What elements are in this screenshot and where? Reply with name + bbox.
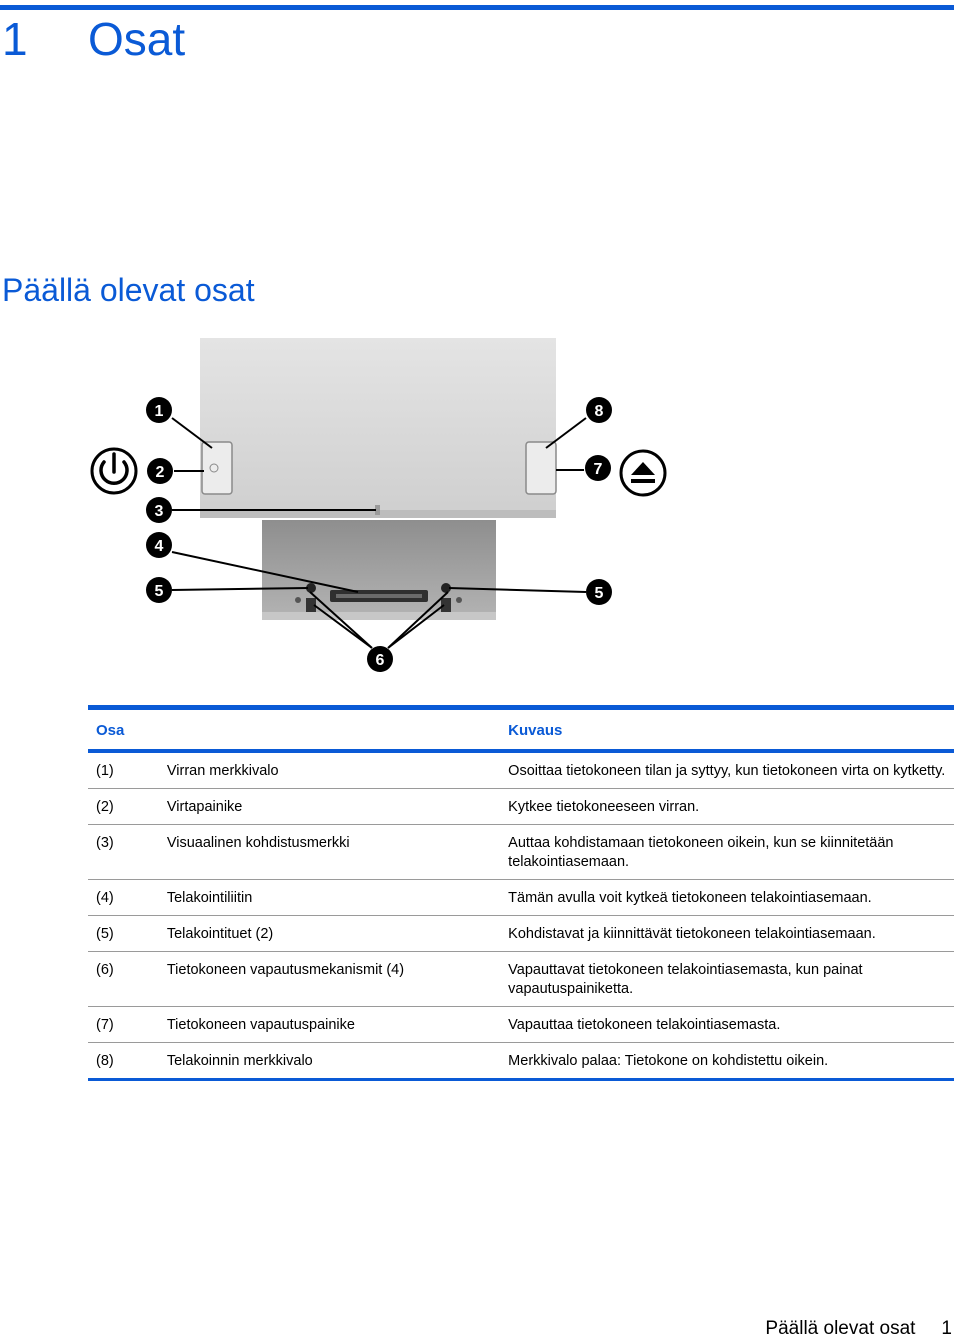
callout-6: 6	[367, 646, 393, 672]
screw-right	[456, 597, 462, 603]
svg-text:1: 1	[155, 403, 164, 420]
top-rule	[0, 5, 954, 10]
release-latch-left	[306, 598, 316, 612]
chapter-title: Osat	[88, 13, 186, 65]
row-part: Telakointiliitin	[160, 879, 501, 916]
chapter-number: 1	[2, 13, 28, 65]
row-part: Tietokoneen vapautuspainike	[160, 1006, 501, 1043]
row-number: (4)	[88, 879, 161, 916]
row-number: (7)	[88, 1006, 161, 1043]
table-row: (3) Visuaalinen kohdistusmerkki Auttaa k…	[88, 824, 954, 880]
svg-text:7: 7	[594, 461, 603, 478]
alignment-mark	[375, 505, 380, 515]
power-button-symbol	[209, 463, 219, 473]
row-description: Tämän avulla voit kytkeä tietokoneen tel…	[500, 879, 954, 916]
section-title: Päällä olevat osat	[2, 272, 255, 308]
docking-base	[262, 520, 496, 620]
row-number: (8)	[88, 1042, 161, 1081]
header-part: Osa	[88, 710, 501, 753]
row-description: Kytkee tietokoneeseen virran.	[500, 788, 954, 825]
row-number: (5)	[88, 915, 161, 952]
docking-station-figure: 1 2 3 4 5 5 6	[0, 330, 960, 690]
power-button-shape	[201, 441, 233, 495]
table-row: (1) Virran merkkivalo Osoittaa tietokone…	[88, 751, 954, 789]
table-row: (5) Telakointituet (2) Kohdistavat ja ki…	[88, 915, 954, 952]
eject-icon	[619, 449, 667, 497]
row-part: Virtapainike	[160, 788, 501, 825]
parts-table: Osa Kuvaus (1) Virran merkkivalo Osoitta…	[88, 710, 954, 1081]
svg-text:6: 6	[376, 652, 385, 669]
row-description: Osoittaa tietokoneen tilan ja syttyy, ku…	[500, 751, 954, 789]
row-description: Kohdistavat ja kiinnittävät tietokoneen …	[500, 915, 954, 952]
table-top-rule	[88, 705, 954, 710]
row-description: Auttaa kohdistamaan tietokoneen oikein, …	[500, 824, 954, 880]
row-number: (2)	[88, 788, 161, 825]
row-part: Visuaalinen kohdistusmerkki	[160, 824, 501, 880]
row-part: Telakointituet (2)	[160, 915, 501, 952]
table-row: (4) Telakointiliitin Tämän avulla voit k…	[88, 879, 954, 916]
svg-text:5: 5	[595, 585, 604, 602]
row-part: Telakoinnin merkkivalo	[160, 1042, 501, 1081]
row-number: (6)	[88, 951, 161, 1007]
callout-8: 8	[586, 397, 612, 423]
svg-text:4: 4	[155, 538, 164, 555]
release-latch-right	[441, 598, 451, 612]
table-header-row: Osa Kuvaus	[88, 710, 954, 753]
docking-post-right	[441, 583, 451, 593]
footer-section-title: Päällä olevat osat	[765, 1318, 916, 1339]
svg-text:8: 8	[595, 403, 604, 420]
row-number: (1)	[88, 751, 161, 789]
page-footer: Päällä olevat osat 1	[765, 1318, 952, 1340]
table-row: (8) Telakoinnin merkkivalo Merkkivalo pa…	[88, 1042, 954, 1081]
table-row: (2) Virtapainike Kytkee tietokoneeseen v…	[88, 788, 954, 825]
base-edge	[262, 612, 496, 620]
chapter-heading: 1 Osat	[2, 12, 185, 66]
docking-station-illustration: 1 2 3 4 5 5 6	[90, 338, 667, 672]
row-description: Merkkivalo palaa: Tietokone on kohdistet…	[500, 1042, 954, 1081]
header-description: Kuvaus	[500, 710, 954, 753]
table-row: (6) Tietokoneen vapautusmekanismit (4) V…	[88, 951, 954, 1007]
svg-text:2: 2	[156, 464, 165, 481]
eject-button-shape	[525, 441, 557, 495]
docking-plate	[200, 338, 556, 516]
callout-2: 2	[147, 458, 173, 484]
row-description: Vapauttavat tietokoneen telakointiasemas…	[500, 951, 954, 1007]
callout-5-right: 5	[586, 579, 612, 605]
callout-5-left: 5	[146, 577, 172, 603]
callout-3: 3	[146, 497, 172, 523]
callout-4: 4	[146, 532, 172, 558]
row-number: (3)	[88, 824, 161, 880]
screw-left	[295, 597, 301, 603]
svg-text:3: 3	[155, 503, 164, 520]
row-part: Virran merkkivalo	[160, 751, 501, 789]
docking-post-left	[306, 583, 316, 593]
power-icon	[90, 447, 138, 495]
parts-table-container: Osa Kuvaus (1) Virran merkkivalo Osoitta…	[88, 705, 954, 1081]
row-description: Vapauttaa tietokoneen telakointiasemasta…	[500, 1006, 954, 1043]
row-part: Tietokoneen vapautusmekanismit (4)	[160, 951, 501, 1007]
footer-page-number: 1	[941, 1318, 952, 1339]
callout-7: 7	[585, 455, 611, 481]
svg-text:5: 5	[155, 583, 164, 600]
table-row: (7) Tietokoneen vapautuspainike Vapautta…	[88, 1006, 954, 1043]
callout-1: 1	[146, 397, 172, 423]
leader-lines	[171, 417, 587, 649]
docking-connector-pins	[336, 594, 422, 598]
